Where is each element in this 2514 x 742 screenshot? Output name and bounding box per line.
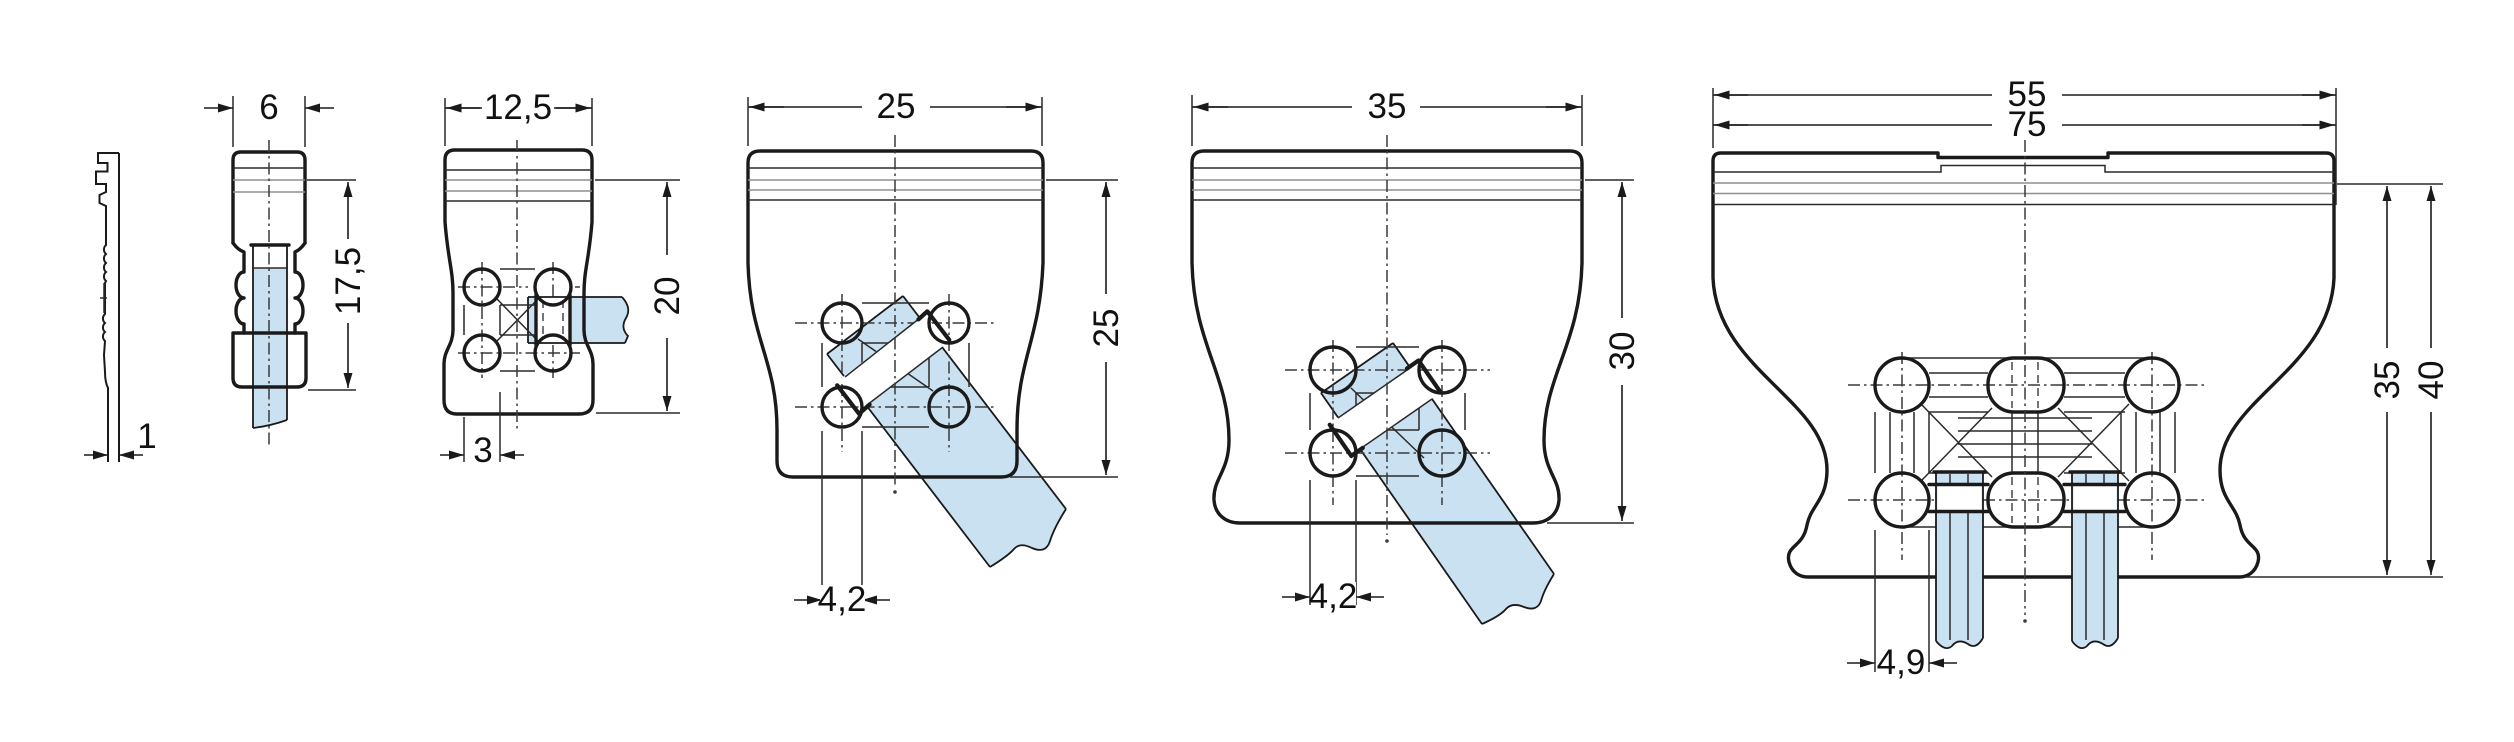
snap-foot [820,385,864,429]
dim-width-35: 35 [1191,87,1583,146]
tie-bridge [1404,358,1443,394]
dim-label: 12,5 [484,88,552,127]
dim-label: 4,2 [818,580,867,619]
dim-label: 20 [648,277,687,316]
dim-height-17-5: 17,5 [307,179,368,391]
dim-pitch-4-9: 4,9 [1847,530,1957,682]
body-outline [1711,151,2336,579]
tie-hidden-band [1937,485,1982,511]
dim-pitch-4-2: 4,2 [1282,480,1384,616]
snap-foot [927,385,971,429]
snap-foot [1873,471,1931,529]
dim-width-75: 75 [1713,105,2336,144]
view-side-profile: 1 [84,152,157,462]
tie-bars [1927,482,2127,514]
dim-height-30: 30 [1547,179,1642,524]
tie-slot-edges [534,293,572,347]
snap-foot [2123,471,2181,529]
dim-pitch-4-2: 4,2 [794,431,890,619]
snap-foot [462,333,502,373]
snap-foot [1873,356,1931,414]
dim-thickness-1: 1 [84,417,157,460]
dim-label: 25 [1087,309,1126,348]
tie-hidden-band [250,246,290,268]
dim-height-40: 40 [2412,186,2451,575]
body-outline [746,149,1045,479]
snap-foot [927,301,971,345]
snap-foot [1308,345,1358,395]
snap-foot-double [1986,356,2066,414]
dim-label: 40 [2412,361,2451,400]
dim-height-25: 25 [1010,179,1126,478]
dim-offset-3: 3 [440,392,524,470]
dim-label: 6 [259,88,278,127]
dim-width-55: 55 [1712,75,2337,205]
tie-bridge [916,309,952,342]
dim-label: 30 [1603,332,1642,371]
dim-width-25: 25 [747,87,1043,146]
snap-foot [820,301,864,345]
snap-foot-double [1986,471,2066,529]
view-6mm-front: 6 17,5 [204,88,368,445]
dim-label: 4,2 [1309,577,1358,616]
dim-label: 55 [2008,75,2047,114]
dim-height-35: 35 [2245,183,2443,578]
tie-hidden-band [2073,485,2117,511]
snap-foot [533,267,573,307]
tie-bridge [835,383,872,416]
dim-label: 1 [137,417,156,456]
view-55-75mm-front: 55 75 35 40 [1711,75,2451,682]
profile-left-contour [95,152,119,462]
dim-label: 75 [2008,105,2047,144]
snap-foot [533,333,573,373]
dim-label: 3 [473,431,492,470]
profile-slot [100,283,107,313]
cable-tie-left [1932,470,1987,650]
snap-foot [2123,356,2181,414]
view-12-5mm-front: 12,5 20 3 [440,88,687,470]
body-outline [1190,149,1584,525]
snap-foot [1417,428,1467,478]
dim-height-20: 20 [595,179,687,414]
tie-bridge [1327,422,1365,458]
snap-foot [1417,345,1467,395]
bottom-block [231,331,308,389]
cable-tie [253,245,287,428]
cable-tie-right [2068,470,2122,650]
tie-hidden-band [839,314,948,410]
view-35mm-front: 35 30 4,2 [1190,87,1642,625]
tie-hidden-band [1333,364,1437,452]
dim-label: 17,5 [329,247,368,315]
dim-label: 25 [877,87,916,126]
body-outline [442,148,595,416]
dim-width-6: 6 [204,88,334,147]
dim-width-12-5: 12,5 [444,88,593,146]
dim-label: 35 [1368,87,1407,126]
view-25mm-front: 25 25 4,2 [746,87,1126,619]
dim-label: 4,9 [1877,643,1926,682]
snap-foot [462,267,502,307]
dim-label: 35 [2368,361,2407,400]
